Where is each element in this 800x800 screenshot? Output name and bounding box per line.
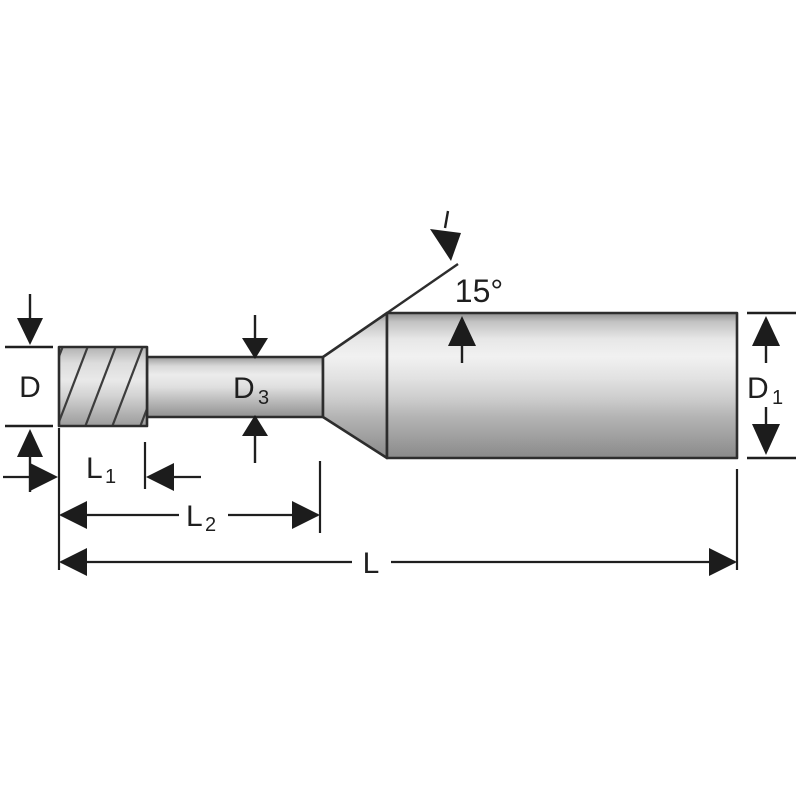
l2-arrow-left-icon (59, 501, 87, 529)
hatch-line (60, 348, 89, 423)
label-d: D (19, 371, 41, 404)
d3-arrow-down-icon (242, 338, 268, 359)
label-d1-sub: 1 (772, 387, 783, 409)
angle-arrow-tail (443, 210, 450, 229)
taper-extension-line (386, 263, 459, 314)
label-l: L (363, 547, 380, 580)
label-d1-base: D (747, 372, 769, 405)
label-d3-base: D (233, 372, 255, 405)
label-l2-sub: 2 (205, 514, 216, 536)
d-arrow-up-icon (17, 429, 43, 457)
dimension-d3: D 3 (233, 315, 269, 463)
angle-arrow-up-icon (448, 316, 476, 346)
label-l1-base: L (86, 452, 103, 485)
cutter-head-hatching (60, 348, 146, 425)
l-arrow-right-icon (709, 548, 737, 576)
l2-arrow-right-icon (292, 501, 320, 529)
dimension-d1: D 1 (747, 311, 796, 460)
l1-arrow-left-icon (146, 463, 174, 491)
angle-arrow-down-icon (430, 229, 461, 261)
l-arrow-left-icon (59, 548, 87, 576)
tool-body (57, 311, 739, 460)
hatch-line (84, 348, 117, 425)
shank (385, 311, 739, 460)
d3-arrow-up-icon (242, 415, 268, 436)
dimension-l2: L 2 (59, 461, 322, 536)
dimension-l: L (59, 469, 739, 580)
hatch-line (139, 408, 146, 425)
angle-annotation: 15° (386, 210, 503, 363)
taper-cone (321, 311, 389, 460)
d1-arrow-down-icon (752, 424, 780, 455)
d1-arrow-up-icon (752, 316, 780, 346)
label-l1-sub: 1 (105, 466, 116, 488)
label-angle: 15° (455, 273, 503, 309)
label-l2-base: L (186, 500, 203, 533)
d-arrow-down-icon (17, 318, 43, 345)
hatch-line (111, 348, 144, 425)
dimension-l1: L 1 (3, 428, 201, 570)
label-d3-sub: 3 (258, 387, 269, 409)
dimension-d: D (5, 294, 53, 492)
l1-arrow-right-icon (30, 463, 58, 491)
